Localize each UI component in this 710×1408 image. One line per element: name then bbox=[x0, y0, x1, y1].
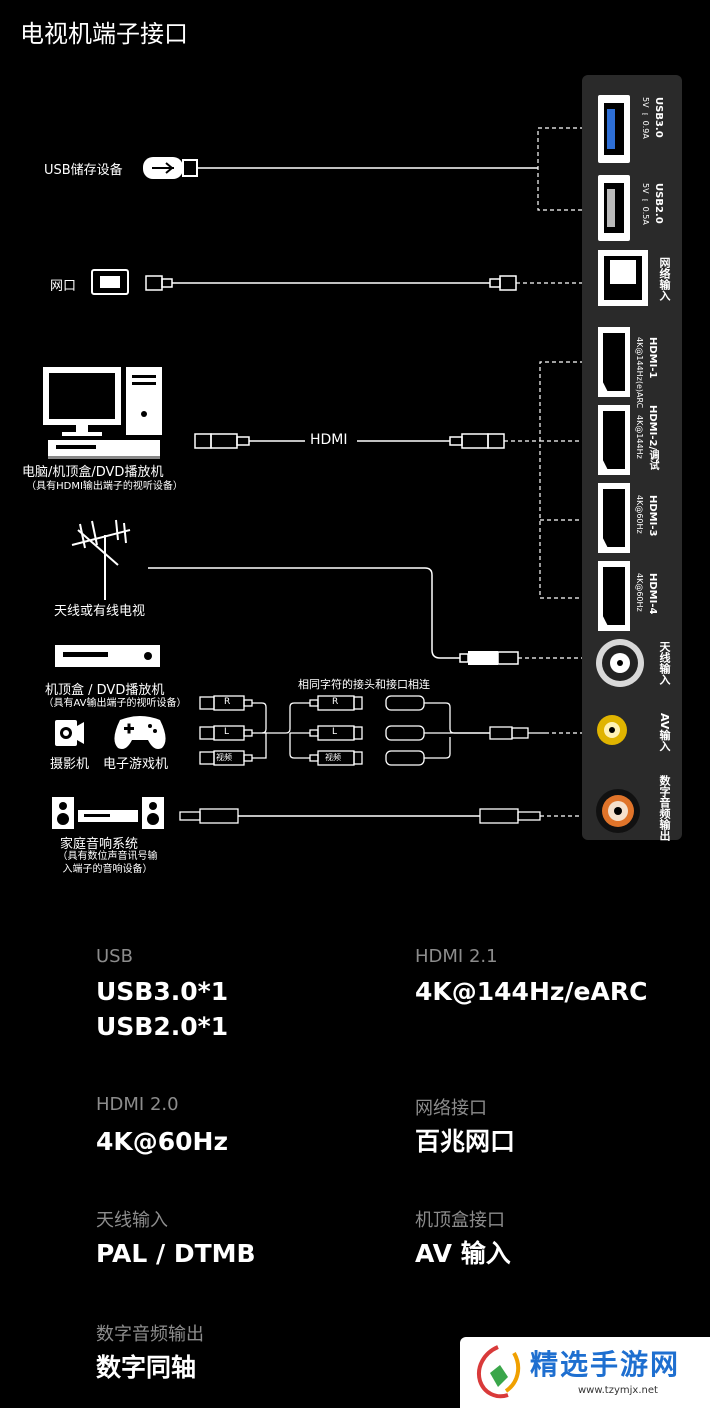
hdmi4-spec: 4K@60Hz bbox=[635, 573, 644, 612]
hdmi4-port[interactable] bbox=[598, 561, 630, 631]
pc-stb-dvd-note: （具有HDMI输出端子的视听设备） bbox=[26, 481, 183, 492]
rj45-plug-right-icon bbox=[489, 275, 517, 291]
spec-network-value: 百兆网口 bbox=[415, 1127, 516, 1156]
spec-hdmi21-label: HDMI 2.1 bbox=[415, 946, 498, 967]
watermark-url: www.tzymjx.net bbox=[578, 1385, 658, 1396]
camcorder-label: 摄影机 bbox=[50, 757, 90, 772]
gamepad-icon bbox=[114, 716, 166, 749]
coax-audio-plug-left bbox=[179, 808, 239, 824]
home-audio-label: 家庭音响系统 bbox=[60, 837, 139, 852]
hdmi1-spec: 4K@144Hz(e)ARC bbox=[635, 337, 644, 409]
network-label: 网口 bbox=[50, 279, 77, 294]
usb2-label: USB2.0 bbox=[653, 183, 664, 224]
spec-stb-value: AV 输入 bbox=[415, 1239, 511, 1268]
spec-usb-label: USB bbox=[96, 946, 133, 967]
connection-diagram bbox=[43, 127, 598, 829]
game-console-label: 电子游戏机 bbox=[103, 757, 169, 772]
spec-usb-value: USB3.0*1 bbox=[96, 977, 229, 1006]
rca-plugs-middle bbox=[285, 695, 455, 766]
usb2-spec: 5V ⎓ 0.5A bbox=[641, 183, 650, 225]
spec-hdmi20-label: HDMI 2.0 bbox=[96, 1094, 179, 1115]
antenna-input-label: 天线输入 bbox=[658, 641, 671, 685]
home-audio-note-2: 入端子的音响设备） bbox=[62, 864, 153, 875]
antenna-label: 天线或有线电视 bbox=[54, 604, 146, 619]
usb-storage-label: USB储存设备 bbox=[44, 163, 123, 178]
hdmi3-port[interactable] bbox=[598, 483, 630, 553]
spec-usb-value-2: USB2.0*1 bbox=[96, 1012, 229, 1041]
rca-video-left: 视频 bbox=[216, 753, 232, 762]
antenna-icon bbox=[71, 519, 131, 600]
hdmi3-label: HDMI-3 bbox=[647, 495, 658, 537]
watermark-name: 精选手游网 bbox=[530, 1348, 681, 1381]
hdmi1-port[interactable] bbox=[598, 327, 630, 397]
coax-output-label: 数字音频输出 bbox=[658, 775, 671, 841]
dvd-player-icon bbox=[48, 440, 160, 459]
hdmi2-label: HDMI-2/调试 bbox=[647, 405, 658, 471]
spec-hdmi21-value: 4K@144Hz/eARC bbox=[415, 977, 648, 1006]
lan-port[interactable] bbox=[598, 250, 648, 306]
stb-dvd-note: （具有AV输出端子的视听设备） bbox=[43, 698, 187, 709]
pc-stb-dvd-label: 电脑/机顶盒/DVD播放机 bbox=[22, 465, 164, 480]
watermark: 精选手游网 www.tzymjx.net bbox=[460, 1337, 710, 1408]
av-port[interactable] bbox=[597, 715, 627, 745]
usb3-label: USB3.0 bbox=[653, 97, 664, 138]
spec-antenna-label: 天线输入 bbox=[96, 1210, 168, 1231]
usb3-port[interactable] bbox=[598, 95, 630, 163]
hdmi1-label: HDMI-1 bbox=[647, 337, 658, 379]
usb3-spec: 5V ⎓ 0.9A bbox=[641, 97, 650, 139]
spec-antenna-value: PAL / DTMB bbox=[96, 1239, 256, 1268]
lan-label: 网络输入 bbox=[658, 257, 671, 301]
hdmi-plug-left-icon bbox=[194, 433, 250, 449]
rca-plugs-left bbox=[199, 695, 253, 766]
hdmi2-spec: 4K@144Hz bbox=[635, 415, 644, 459]
coax-audio-plug-right bbox=[479, 808, 541, 824]
spec-audio-value: 数字同轴 bbox=[96, 1353, 197, 1382]
monitor-icon bbox=[43, 367, 121, 436]
hdmi4-label: HDMI-4 bbox=[647, 573, 658, 615]
pc-tower-icon bbox=[126, 367, 162, 435]
usb-drive-icon bbox=[143, 157, 198, 179]
hdmi-cable-label: HDMI bbox=[310, 432, 348, 448]
home-audio-icon bbox=[52, 797, 164, 829]
camcorder-icon bbox=[55, 720, 84, 746]
rca-l-middle: L bbox=[332, 727, 338, 737]
rca-l-left: L bbox=[224, 727, 230, 737]
rca-r-middle: R bbox=[332, 697, 339, 707]
rca-r-left: R bbox=[224, 697, 231, 707]
lan-port-icon bbox=[91, 269, 129, 295]
rca-video-middle: 视频 bbox=[325, 753, 341, 762]
hdmi3-spec: 4K@60Hz bbox=[635, 495, 644, 534]
rj45-plug-left-icon bbox=[145, 275, 173, 291]
usb-bracket-lines bbox=[537, 127, 598, 211]
home-audio-note-1: （具有数位声音讯号输 bbox=[57, 851, 158, 862]
av-input-label: AV输入 bbox=[658, 713, 671, 752]
same-symbol-note: 相同字符的接头和接口相连 bbox=[298, 678, 430, 691]
spec-stb-label: 机顶盒接口 bbox=[415, 1210, 505, 1231]
hdmi2-port[interactable] bbox=[598, 405, 630, 475]
coax-plug-icon bbox=[459, 651, 519, 665]
stb-dvd-icon bbox=[55, 645, 160, 667]
page-title: 电视机端子接口 bbox=[20, 20, 188, 48]
spec-audio-label: 数字音频输出 bbox=[96, 1324, 204, 1345]
spec-network-label: 网络接口 bbox=[415, 1098, 487, 1119]
stb-dvd-label: 机顶盒 / DVD播放机 bbox=[45, 683, 165, 698]
hdmi-bracket-lines bbox=[504, 361, 598, 599]
spec-hdmi20-value: 4K@60Hz bbox=[96, 1127, 229, 1156]
hdmi-plug-right-icon bbox=[449, 433, 505, 449]
usb2-port[interactable] bbox=[598, 175, 630, 241]
av-plug-icon bbox=[489, 726, 545, 740]
watermark-logo-icon bbox=[477, 1345, 521, 1399]
antenna-port[interactable] bbox=[596, 639, 644, 687]
coax-audio-port[interactable] bbox=[596, 789, 640, 833]
tv-connector-panel: USB3.0 5V ⎓ 0.9A USB2.0 5V ⎓ 0.5A 网络输入 H… bbox=[582, 75, 682, 841]
